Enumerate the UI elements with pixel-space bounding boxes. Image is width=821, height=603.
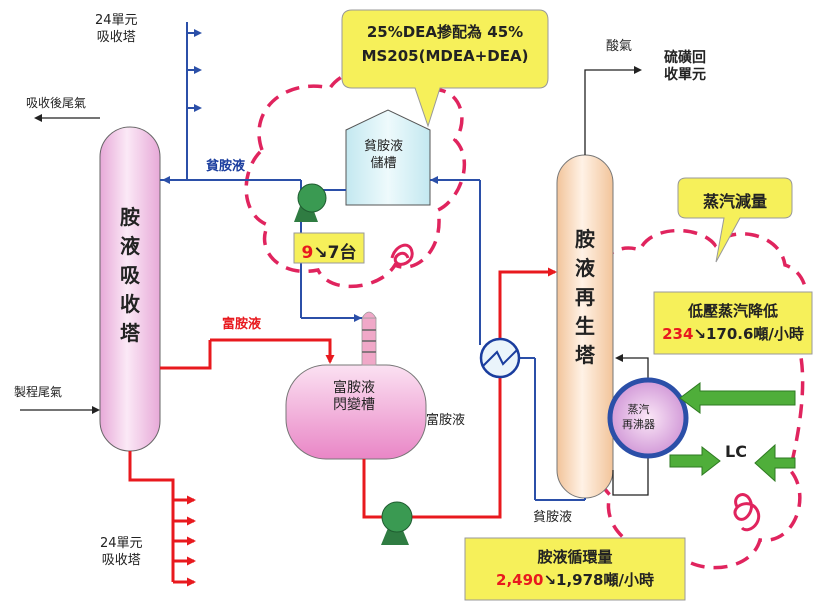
flash-drum-body xyxy=(285,364,427,460)
pumps-count-box xyxy=(293,232,365,264)
tail-gas-after-label: 吸收後尾氣 xyxy=(26,96,87,110)
low-pressure-steam-arrow: ↘ xyxy=(693,325,706,343)
pump-lean xyxy=(294,183,327,222)
circulation-title: 胺液循環量 xyxy=(537,548,613,566)
lean-tank-line1: 貧胺液 xyxy=(364,139,404,154)
lean-amine-bottom-label: 貧胺液 xyxy=(533,510,573,525)
flash-drum-line2: 閃變槽 xyxy=(333,397,375,413)
unit24-bottom-label: 24單元 吸收塔 xyxy=(100,535,143,569)
lc-label: LC xyxy=(725,442,747,461)
reboiler xyxy=(607,377,689,459)
regenerator-label: 胺液再生塔 xyxy=(575,227,595,367)
reboiler-line1: 蒸汽 xyxy=(627,403,650,416)
reboiler-line2: 再沸器 xyxy=(622,418,655,431)
lean-tank-body xyxy=(345,109,431,206)
pumps-callout-text: 9↘7台 xyxy=(294,238,364,263)
rich-amine-left-label: 富胺液 xyxy=(222,317,262,332)
unit24-top-label: 24單元 吸收塔 xyxy=(95,12,138,46)
steam-in-arrow xyxy=(679,382,796,414)
low-pressure-steam-after: 170.6噸/小時 xyxy=(705,325,804,343)
circulation-values: 2,490↘1,978噸/小時 xyxy=(465,569,685,592)
dea-callout-box xyxy=(341,9,549,128)
circulation-arrow: ↘ xyxy=(543,571,557,589)
dea-callout-text: 25%DEA摻配為 45% MS205(MDEA+DEA) xyxy=(342,20,548,68)
low-pressure-steam-box xyxy=(653,291,813,355)
rich-amine-right-label: 富胺液 xyxy=(426,413,466,428)
unit24-top-line1: 24單元 xyxy=(95,13,138,28)
lean-amine-top-label: 貧胺液 xyxy=(206,159,246,174)
hand-mark-1 xyxy=(390,243,414,266)
circulation-box xyxy=(464,537,686,601)
acid-gas-label: 酸氣 xyxy=(606,39,633,54)
pumps-before: 9 xyxy=(301,243,314,263)
sulfur-recovery-line2: 收單元 xyxy=(664,67,706,83)
pump-rich xyxy=(381,501,413,545)
reboiler-return-line xyxy=(615,354,649,378)
unit24-bottom-line2: 吸收塔 xyxy=(101,553,141,568)
unit24-bottom-line1: 24單元 xyxy=(100,536,143,551)
steam-reduce-callout-box xyxy=(677,177,793,263)
hand-mark-2 xyxy=(733,493,761,532)
circulation-before: 2,490 xyxy=(496,571,544,589)
steam-reduce-text: 蒸汽減量 xyxy=(702,192,767,211)
reboiler-feed-line xyxy=(612,457,649,496)
lean-tank-line2: 儲槽 xyxy=(370,156,397,171)
dea-callout-line2: MS205(MDEA+DEA) xyxy=(361,47,529,65)
process-tail-gas-label: 製程尾氣 xyxy=(14,385,63,399)
lean-tank-label: 貧胺液 儲槽 xyxy=(364,138,403,172)
flash-drum-line1: 富胺液 xyxy=(333,380,375,396)
sulfur-recovery-label: 硫磺回 收單元 xyxy=(664,50,706,84)
dea-callout-line1: 25%DEA摻配為 45% xyxy=(366,23,524,41)
sulfur-recovery-line1: 硫磺回 xyxy=(664,50,706,66)
cloud-lean-tank xyxy=(244,65,467,289)
pumps-after: 7台 xyxy=(327,243,357,263)
steam-out-arrow xyxy=(669,445,721,477)
steam-in-arrow-2 xyxy=(754,443,796,483)
circulation-text: 胺液循環量 2,490↘1,978噸/小時 xyxy=(465,546,685,592)
low-pressure-steam-title: 低壓蒸汽降低 xyxy=(687,302,778,320)
reboiler-label: 蒸汽 再沸器 xyxy=(622,402,655,432)
acid-gas-line xyxy=(584,66,642,155)
low-pressure-steam-text: 低壓蒸汽降低 234↘170.6噸/小時 xyxy=(654,300,812,346)
circulation-after: 1,978噸/小時 xyxy=(556,571,654,589)
absorber-label: 胺液吸收塔 xyxy=(120,205,140,345)
pumps-arrow: ↘ xyxy=(313,243,328,263)
flash-drum-label: 富胺液 閃變槽 xyxy=(333,380,375,414)
unit24-top-line2: 吸收塔 xyxy=(96,30,136,45)
low-pressure-steam-before: 234 xyxy=(662,325,694,343)
low-pressure-steam-values: 234↘170.6噸/小時 xyxy=(654,323,812,346)
